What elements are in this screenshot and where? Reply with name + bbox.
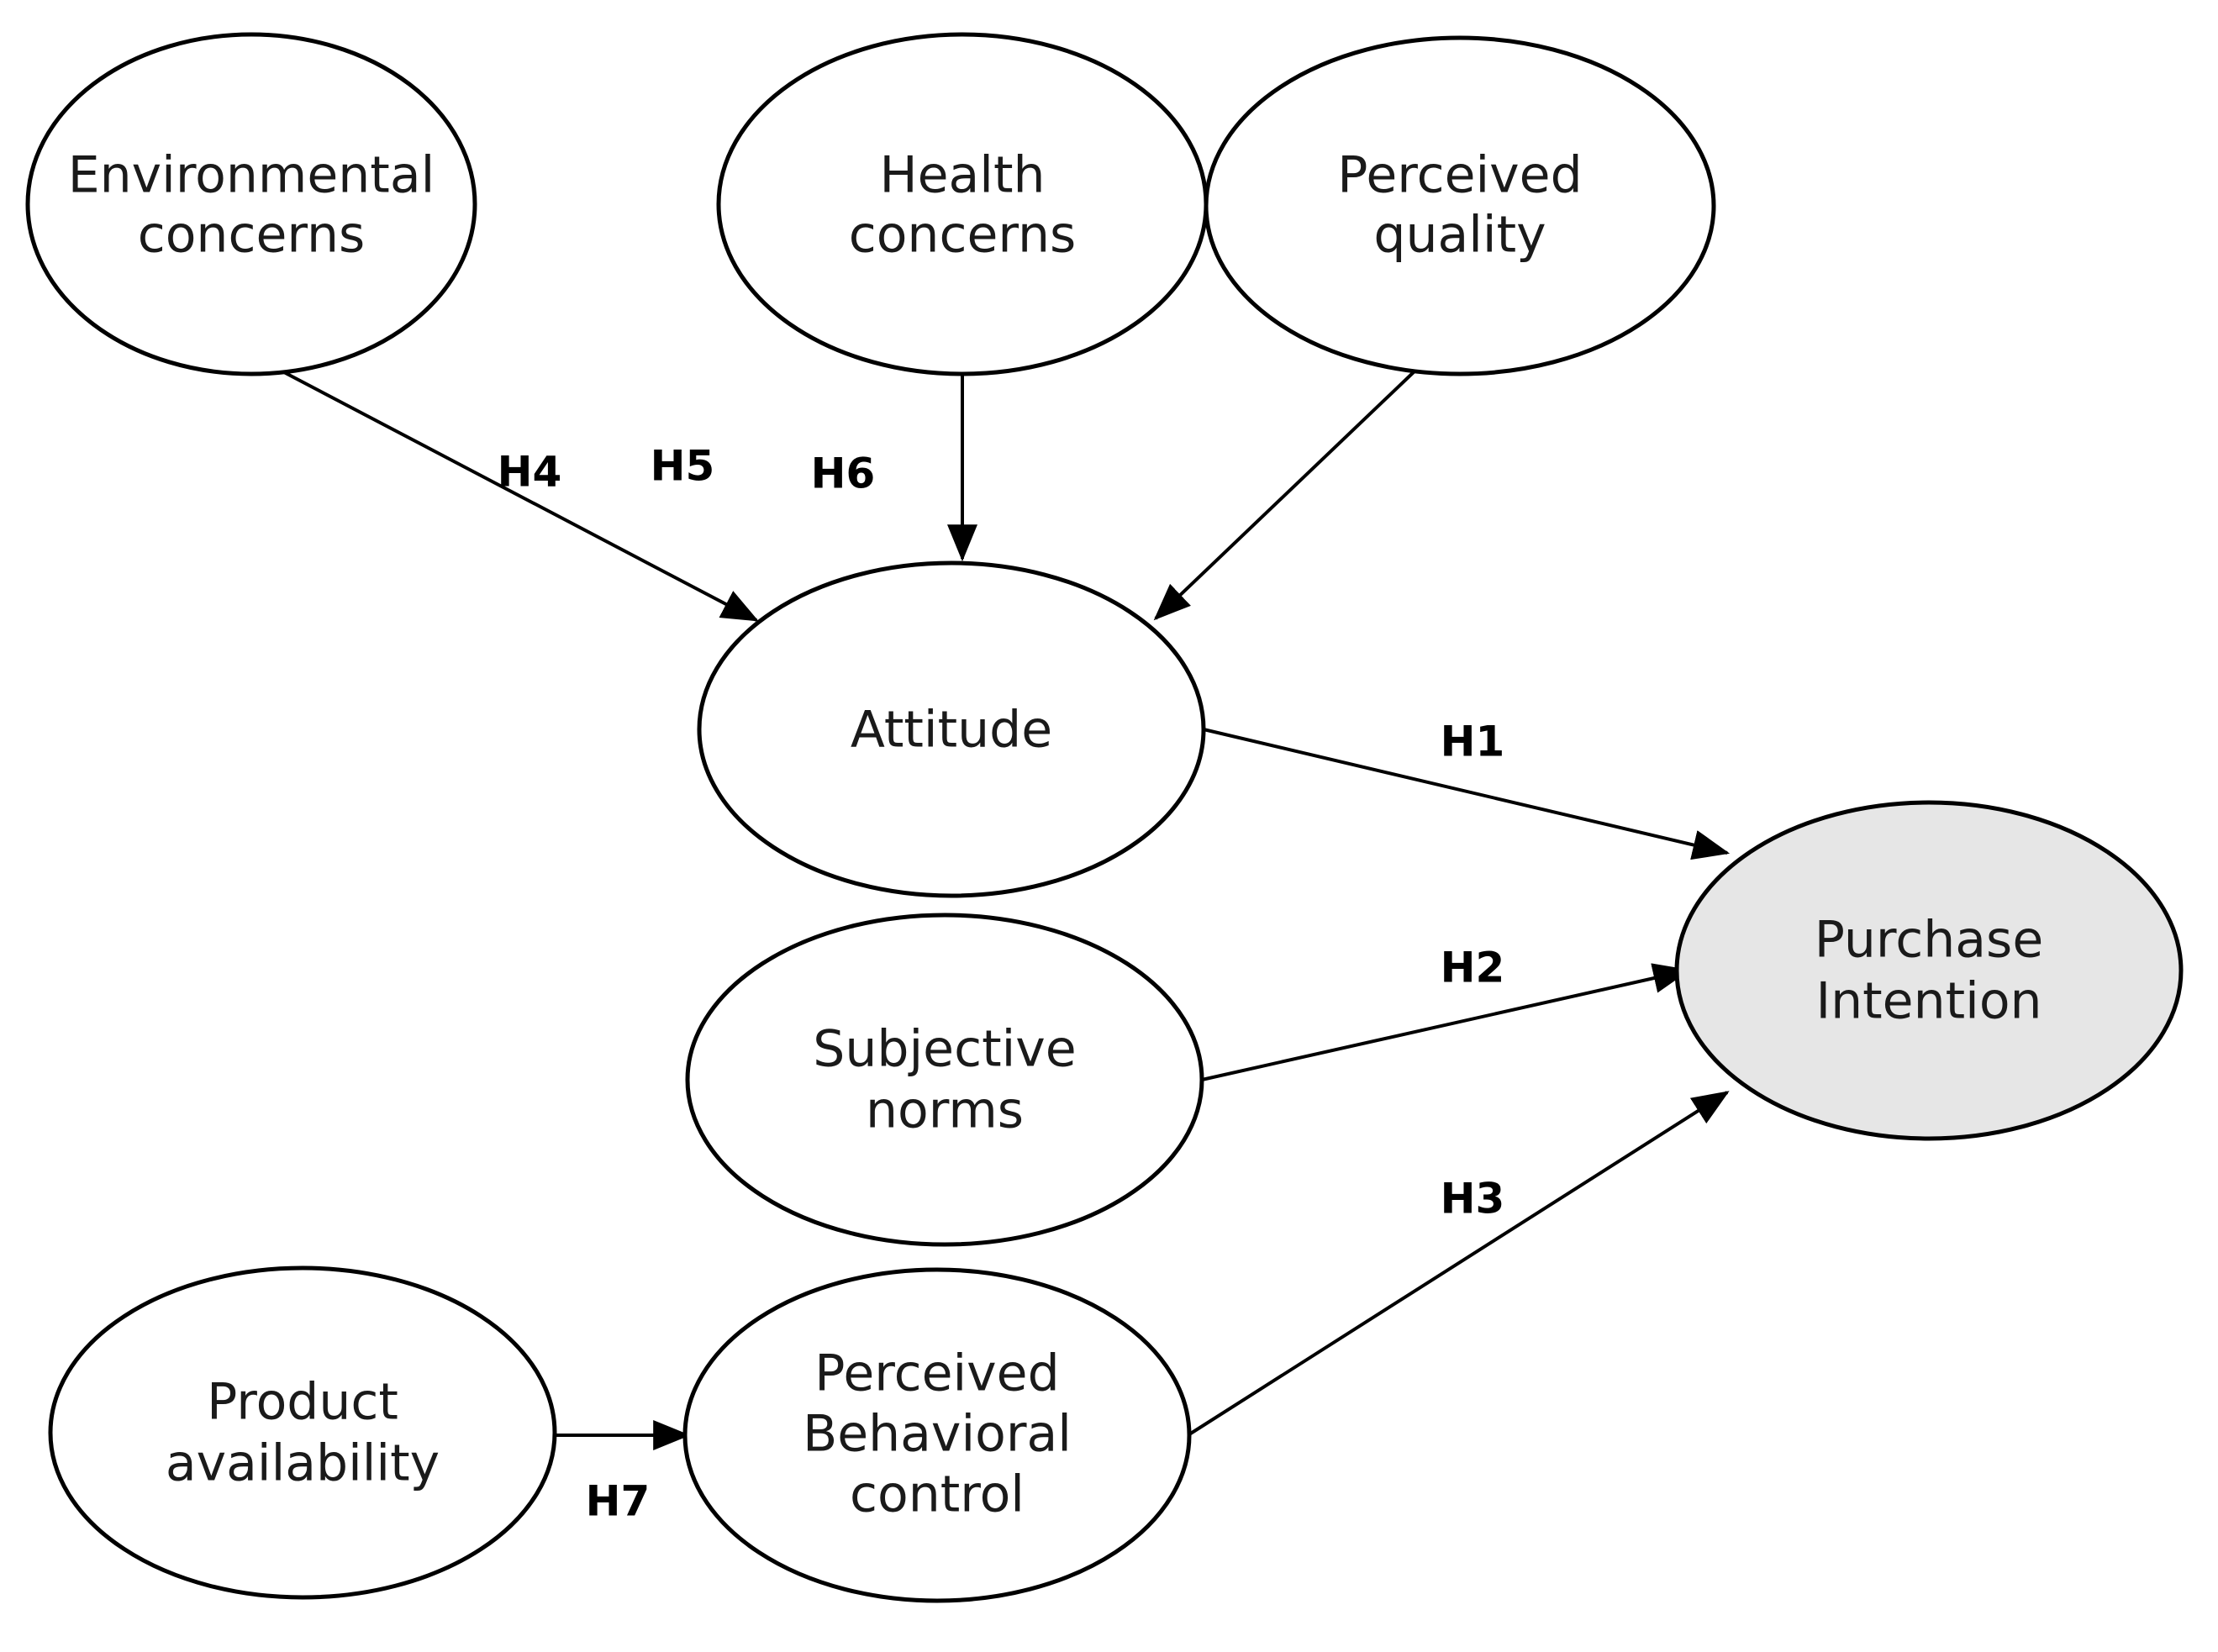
- edge-h6-line: [1153, 368, 1418, 621]
- node-subjective-norms[interactable]: Subjective norms: [685, 913, 1204, 1247]
- node-subjective-norms-shape[interactable]: [685, 913, 1204, 1247]
- node-purchase-intention[interactable]: Purchase Intention: [1674, 800, 2184, 1141]
- node-health-concerns[interactable]: Health concerns: [716, 32, 1209, 376]
- node-product-availability-shape[interactable]: [48, 1265, 557, 1600]
- node-attitude-label-line1: Attitude: [851, 701, 1052, 760]
- node-health-concerns-label-line1: Health: [879, 146, 1045, 205]
- node-purchase-intention-label-line2: Intention: [1815, 972, 2042, 1031]
- edge-h7-label: H7: [586, 1477, 651, 1526]
- edge-h4: H4: [282, 370, 759, 622]
- node-perceived-behavioral-control-label-line1: Perceived: [814, 1344, 1059, 1403]
- node-purchase-intention-label-line1: Purchase: [1815, 911, 2043, 970]
- node-attitude[interactable]: Attitude: [697, 560, 1206, 898]
- node-product-availability-label-line2: availability: [166, 1434, 440, 1493]
- edge-h3-label: H3: [1441, 1175, 1505, 1223]
- edge-h1-label: H1: [1441, 718, 1505, 766]
- node-product-availability[interactable]: Product availability: [48, 1265, 557, 1600]
- node-perceived-behavioral-control-label-line3: control: [850, 1465, 1025, 1524]
- edge-h4-line: [282, 370, 759, 622]
- node-product-availability-label-line1: Product: [207, 1373, 398, 1432]
- edge-h5: H5: [651, 375, 977, 562]
- node-perceived-behavioral-control-label-line2: Behavioral: [803, 1405, 1072, 1464]
- node-environmental-concerns[interactable]: Environmental concerns: [25, 32, 477, 376]
- node-environmental-concerns-label-line1: Environmental: [68, 146, 435, 205]
- edge-h2-label: H2: [1441, 944, 1505, 992]
- node-perceived-quality-label-line1: Perceived: [1337, 146, 1582, 205]
- node-perceived-quality-label-line2: quality: [1373, 206, 1546, 265]
- node-subjective-norms-label-line2: norms: [866, 1081, 1024, 1140]
- node-purchase-intention-shape[interactable]: [1674, 800, 2184, 1141]
- node-perceived-behavioral-control-shape[interactable]: [682, 1267, 1192, 1603]
- edge-h4-label: H4: [498, 448, 562, 497]
- node-subjective-norms-label-line1: Subjective: [813, 1020, 1076, 1079]
- edge-h2-line: [1201, 963, 1691, 1081]
- node-environmental-concerns-shape[interactable]: [25, 32, 477, 376]
- edge-h2: H2: [1201, 944, 1691, 1081]
- edge-h3-line: [1188, 1091, 1730, 1436]
- node-perceived-quality[interactable]: Perceived quality: [1204, 35, 1716, 376]
- edge-h7: H7: [548, 1420, 691, 1526]
- node-health-concerns-label-line2: concerns: [849, 206, 1077, 265]
- node-perceived-behavioral-control[interactable]: Perceived Behavioral control: [682, 1267, 1192, 1603]
- edge-h1-line: [1203, 728, 1731, 860]
- node-attitude-shape[interactable]: [697, 560, 1206, 898]
- edge-h6-label: H6: [811, 450, 876, 498]
- edge-h1: H1: [1203, 718, 1731, 860]
- node-perceived-quality-shape[interactable]: [1204, 35, 1716, 376]
- node-environmental-concerns-label-line2: concerns: [138, 206, 366, 265]
- edge-h3: H3: [1188, 1091, 1730, 1436]
- edge-h5-label: H5: [651, 442, 715, 491]
- edge-h6: H6: [811, 368, 1418, 621]
